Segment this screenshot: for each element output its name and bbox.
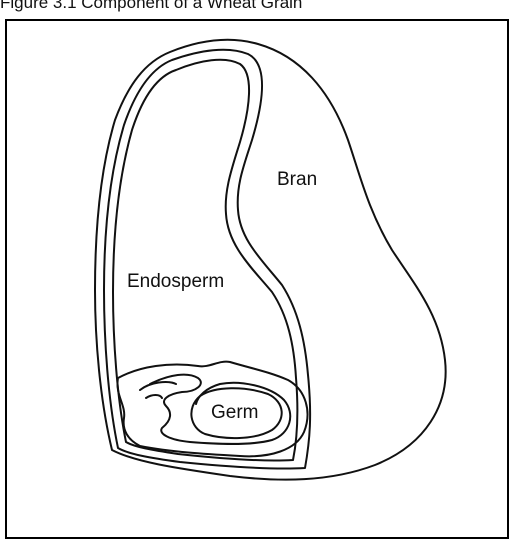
bran-outline — [95, 40, 446, 480]
germ-label: Germ — [211, 402, 259, 423]
bran-label: Bran — [277, 169, 317, 190]
endosperm-label: Endosperm — [127, 271, 224, 292]
endosperm-outline — [113, 60, 297, 461]
